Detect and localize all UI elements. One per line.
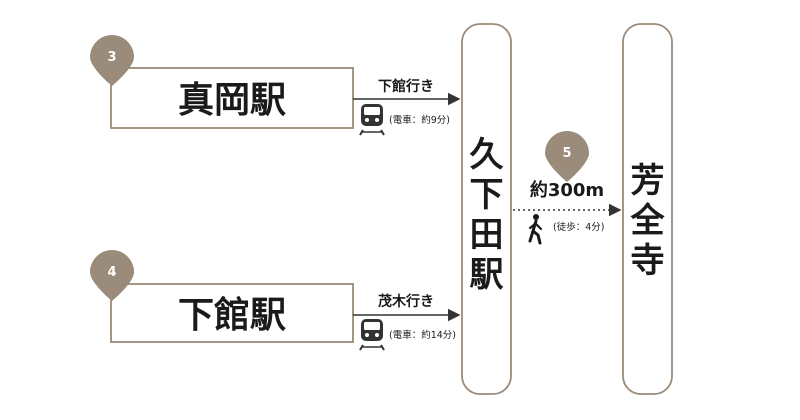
hub-station-box [461,23,512,395]
station-name-top: 真岡駅 [178,80,286,121]
destination-char-1: 芳 [631,161,665,201]
destination-char-2: 全 [630,201,666,241]
pin-number-4: 4 [107,265,116,280]
hub-char-4: 駅 [470,255,504,295]
pin-number-3: 3 [107,50,116,65]
location-pin-3: 3 [90,35,134,86]
station-box-top [110,67,354,129]
hub-char-1: 久 [470,135,504,175]
train-icon [359,319,385,351]
route-direction-bottom: 茂木行き [378,293,434,310]
hub-char-2: 下 [470,175,504,215]
station-box-bottom [110,283,354,343]
location-pin-4: 4 [90,250,134,301]
route-note-bottom: (電車：約14分) [389,329,456,341]
station-name-bottom: 下館駅 [178,294,286,336]
walking-person-icon [528,214,543,245]
walk-note: (徒歩：4分) [553,221,604,233]
hub-char-3: 田 [470,215,504,255]
destination-box [622,23,673,395]
pin-number-5: 5 [562,146,571,161]
location-pin-5: 5 [545,131,589,182]
route-direction-top: 下館行き [378,78,434,95]
route-note-top: (電車：約9分) [389,114,450,126]
destination-char-3: 寺 [631,241,665,281]
train-icon [359,104,385,136]
walk-distance: 約300m [530,179,604,201]
